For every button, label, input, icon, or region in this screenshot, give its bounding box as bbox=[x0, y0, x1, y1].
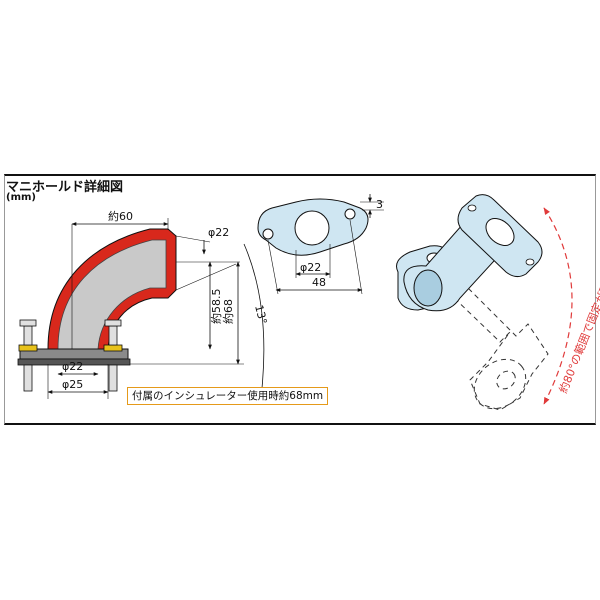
panel-frame bbox=[4, 174, 596, 425]
manifold-detail-panel: マニホールド詳細図 (mm) bbox=[0, 174, 600, 429]
dim-phi-inner: φ22 bbox=[62, 360, 83, 373]
rotation-note: 約80°の範囲で固定が可能 bbox=[556, 270, 600, 395]
dim-phi-outlet: φ22 bbox=[208, 226, 229, 239]
dim-phi-outer: φ25 bbox=[62, 378, 83, 391]
dim-flange-pitch: 48 bbox=[312, 276, 326, 289]
dim-width-top: 約60 bbox=[108, 209, 133, 223]
bolt-right bbox=[103, 319, 123, 392]
dim-flange-thickness: 3 bbox=[376, 198, 383, 211]
flange-top-view: 3 φ22 48 bbox=[257, 194, 384, 295]
bolt-left bbox=[18, 319, 38, 392]
flange-hole-left bbox=[262, 228, 274, 240]
rotation-range-arc bbox=[543, 207, 573, 405]
manifold-diagram: 約60 φ22 約58.5 約68 13° φ22 φ25 3 φ22 bbox=[17, 194, 600, 411]
dim-flange-bore: φ22 bbox=[300, 261, 321, 274]
base-gasket bbox=[17, 358, 131, 366]
manifold-3d-view: 約80°の範囲で固定が可能 bbox=[396, 194, 600, 411]
flange-hole-right bbox=[344, 208, 356, 220]
flange-bore bbox=[294, 210, 330, 246]
manifold-cross-section: 約60 φ22 約58.5 約68 13° φ22 φ25 bbox=[17, 209, 269, 399]
unit-label: (mm) bbox=[6, 192, 36, 203]
panel-title: マニホールド詳細図 bbox=[6, 180, 124, 195]
dim-angle: 13° bbox=[252, 304, 269, 326]
dim-height-outer: 約68 bbox=[221, 299, 235, 324]
dim-height-inner: 約58.5 bbox=[209, 289, 223, 325]
manifold-ghost-outline bbox=[447, 281, 549, 411]
insulator-note: 付属のインシュレーター使用時約68mm bbox=[127, 387, 329, 405]
